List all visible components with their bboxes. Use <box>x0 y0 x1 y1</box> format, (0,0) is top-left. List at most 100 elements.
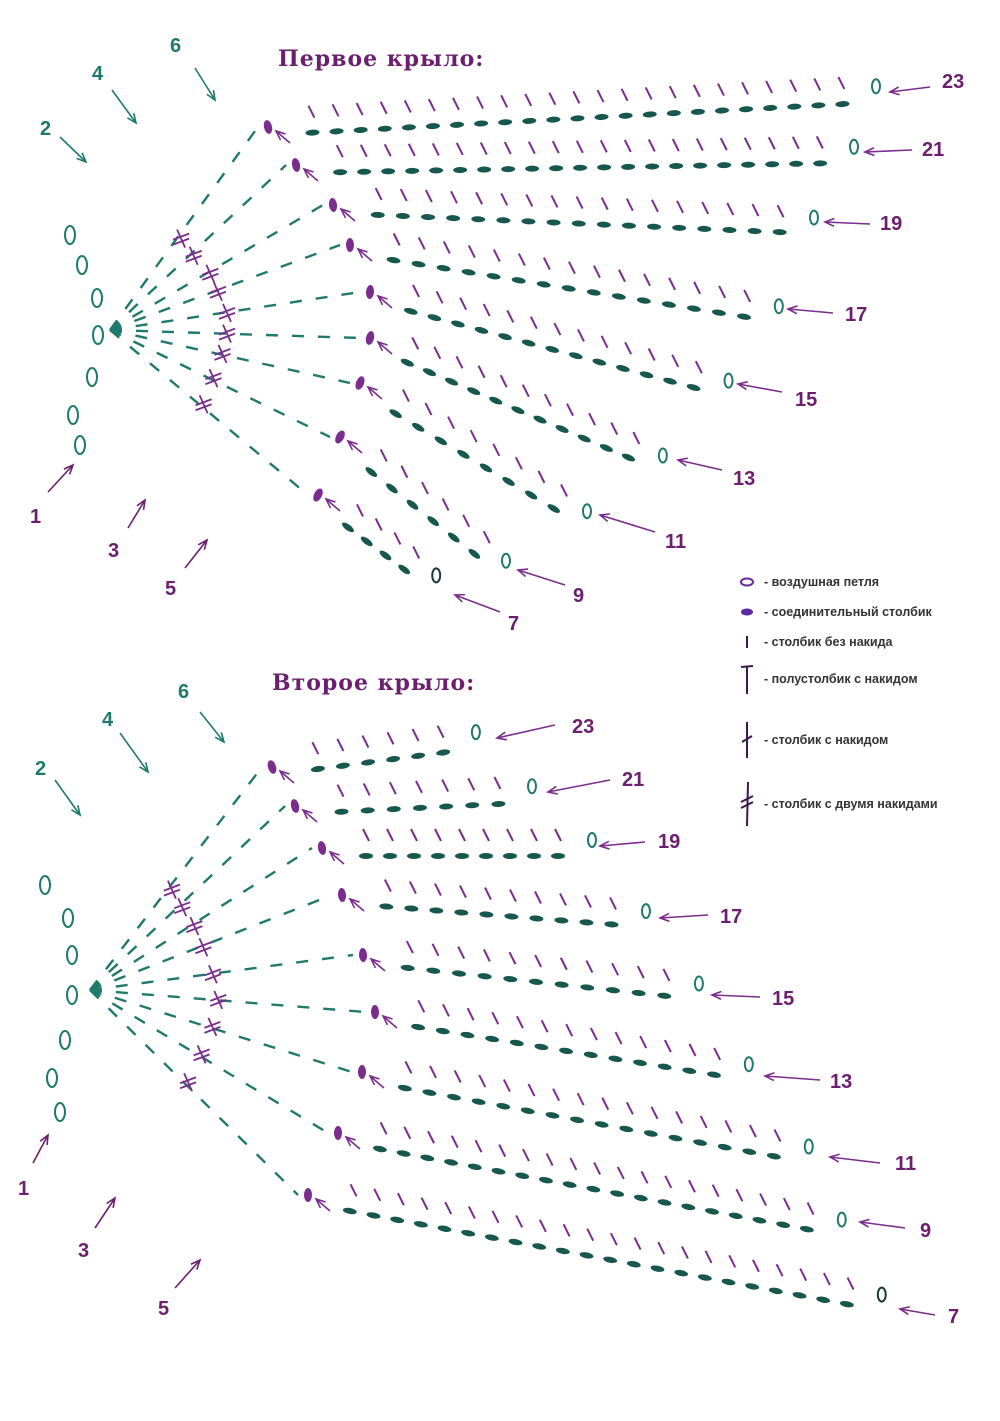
row-start-arrow-head <box>301 808 313 820</box>
single-crochet <box>421 481 429 495</box>
stitch-dash <box>686 305 701 312</box>
fan-spoke <box>109 126 259 331</box>
single-crochet <box>534 891 542 904</box>
row-arrow-head <box>762 1072 775 1082</box>
row-label: 7 <box>948 1306 959 1328</box>
single-crochet <box>517 253 526 267</box>
stitch-dash <box>599 444 613 452</box>
row-start-arrow <box>370 958 386 972</box>
stitch-dash <box>405 167 420 174</box>
single-crochet <box>492 249 501 262</box>
stitch-dash <box>461 1229 476 1237</box>
single-crochet <box>393 531 402 545</box>
stitch-dash <box>816 1296 831 1303</box>
stitch-dash <box>486 273 501 280</box>
single-crochet <box>565 1023 574 1037</box>
single-crochet <box>616 1166 625 1180</box>
row-label: 23 <box>572 716 594 738</box>
chain-stitch <box>64 225 76 245</box>
stitch-dash <box>661 301 676 308</box>
single-crochet <box>789 79 798 93</box>
single-crochet <box>431 142 440 156</box>
single-crochet <box>462 514 471 528</box>
single-crochet <box>362 783 371 796</box>
single-crochet <box>611 962 619 976</box>
stitch-dash <box>525 165 540 172</box>
single-crochet <box>491 1210 500 1224</box>
stitch-dash <box>397 1084 412 1092</box>
stitch-dash <box>626 1261 641 1268</box>
row-start-arrow-head <box>368 1074 380 1086</box>
row-start-arrow <box>367 386 383 400</box>
stitch-dash <box>479 463 493 473</box>
row-label: 13 <box>830 1071 852 1093</box>
stitch-dash <box>353 127 368 134</box>
chain-stitch <box>526 778 537 795</box>
row-arrow <box>454 594 501 613</box>
single-crochet <box>493 776 502 790</box>
row-arrow <box>677 459 723 471</box>
single-crochet <box>482 828 490 842</box>
stitch-dash <box>728 1212 743 1220</box>
stitch-dash <box>551 853 565 859</box>
stitch-dash <box>401 124 416 131</box>
row-start-arrow-head <box>381 1014 393 1026</box>
chain-stitch <box>67 405 79 425</box>
stitch-dash <box>546 219 561 226</box>
single-crochet <box>515 1214 524 1228</box>
single-crochet <box>403 1126 412 1140</box>
row-arrow-head <box>516 568 529 578</box>
single-crochet <box>692 84 701 98</box>
stitch-dash <box>813 160 828 167</box>
single-crochet <box>675 1110 683 1124</box>
single-crochet <box>492 443 501 457</box>
stitch-dash <box>342 1207 357 1215</box>
chain-stitch <box>66 945 78 965</box>
stitch-dash <box>752 1217 767 1224</box>
stitch-dash <box>329 128 344 135</box>
fan-spoke <box>109 203 324 332</box>
stitch-dash <box>360 807 375 814</box>
stitch-dash <box>485 1035 500 1043</box>
stitch-dash <box>411 1023 426 1031</box>
single-crochet <box>455 355 464 369</box>
single-crochet <box>724 1120 733 1133</box>
single-crochet <box>502 1079 511 1093</box>
left-row-arrow-head <box>139 762 150 774</box>
stitch-dash <box>745 1283 760 1290</box>
single-crochet <box>491 1011 500 1025</box>
stitch-dash <box>533 415 547 424</box>
chain-stitch <box>76 255 88 275</box>
stitch-dash <box>445 377 459 386</box>
stitch-dash <box>413 1221 428 1228</box>
single-crochet <box>548 92 557 106</box>
single-crochet <box>647 139 656 152</box>
single-crochet <box>424 402 433 416</box>
single-crochet <box>680 1246 689 1259</box>
stitch-dash <box>545 1112 560 1119</box>
row-start-arrow-head <box>328 850 340 862</box>
row-label: 19 <box>658 831 680 853</box>
fan-spoke <box>109 328 361 340</box>
single-crochet <box>396 1192 405 1206</box>
row-arrow <box>737 383 783 393</box>
stitch-dash <box>471 1098 486 1105</box>
row-arrow <box>864 149 913 153</box>
stitch-dash <box>451 320 465 328</box>
single-crochet <box>475 191 483 205</box>
single-crochet <box>551 140 560 154</box>
stitch-dash <box>639 371 654 379</box>
row-start-arrow <box>325 498 341 512</box>
stitch-dash <box>333 169 348 176</box>
row-start-arrow <box>275 130 291 144</box>
stitch-dash <box>370 211 385 218</box>
chain-stitch <box>723 372 734 389</box>
single-crochet <box>407 143 416 157</box>
single-crochet <box>657 1241 666 1255</box>
treble-crochet <box>204 964 222 984</box>
stitch-dash <box>580 984 595 991</box>
single-crochet <box>307 105 316 119</box>
chain-stitch <box>640 903 651 920</box>
single-crochet <box>530 828 538 842</box>
row-start-arrow <box>382 1015 398 1029</box>
